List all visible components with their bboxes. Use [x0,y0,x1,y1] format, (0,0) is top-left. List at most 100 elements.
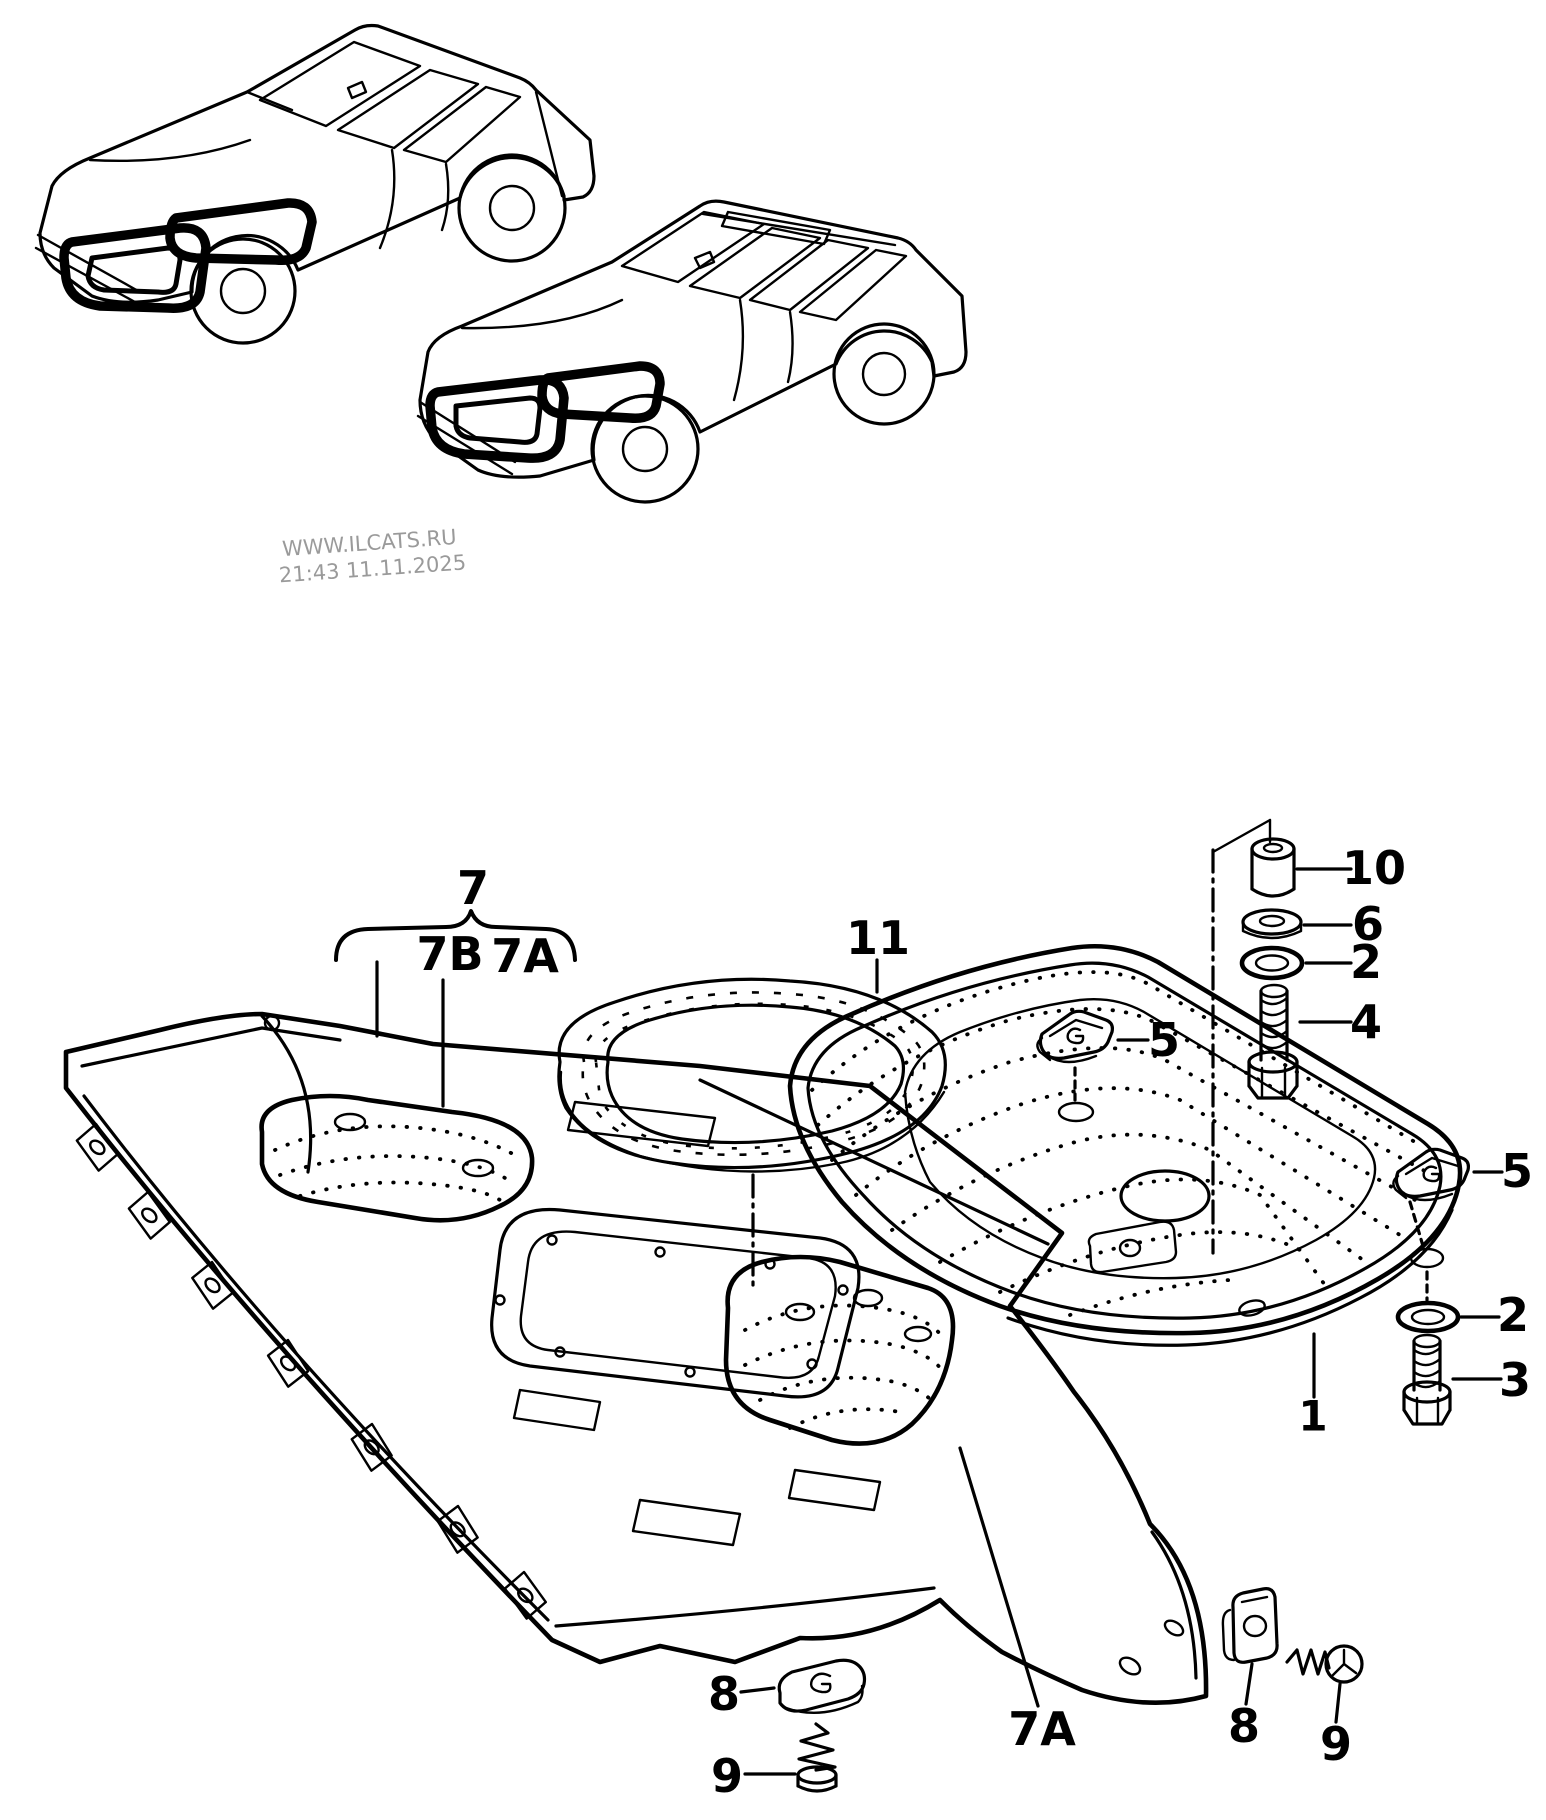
underbody-panel-rim-right [698,1078,1050,1246]
underbody-panel-rim-top [80,1026,342,1068]
hatchback-body-outline [38,23,596,304]
underbody-panel-outline [63,1011,1209,1706]
callout-9-left: 9 [711,1749,743,1803]
leader-8-right [1244,1662,1254,1706]
splash-panel-tab-hole [1118,1238,1142,1258]
callout-7: 7 [457,861,489,915]
callout-5-right: 5 [1501,1144,1533,1198]
clip-bottom-right-part [1221,1587,1279,1664]
wagon-door-seam-1 [732,298,745,402]
splash-panel-bolt-hole-left [1057,1101,1095,1123]
hatchback-windshield [258,40,422,128]
hatchback-door-seam-2 [440,162,450,232]
callout-2-upper: 2 [1350,935,1382,989]
underbody-panel-edge-tabs [75,1122,547,1620]
bolt-upper-part [1247,983,1299,1100]
washer-upper-part [1241,908,1303,940]
callout-7a-bottom: 7A [1008,1702,1076,1756]
hardware-stack-upper [1211,818,1305,1255]
splash-panel-bolt-hole-right [1409,1247,1445,1269]
gasket-outer-edge [557,977,947,1170]
brace-7 [334,909,577,962]
gasket-texture-1 [581,991,926,1157]
wagon-front-wheel [590,394,700,504]
watermark: WWW.ILCATS.RU 21:43 11.11.2025 [278,525,467,587]
splash-panel-outline [787,944,1463,1336]
insulation-piece-7a [723,1254,956,1446]
gasket-side-wall [559,1070,946,1173]
callout-8-left: 8 [708,1667,740,1721]
seal-ring-upper-part [1239,945,1305,981]
wagon-insulation-mat-right [537,361,665,423]
callout-7b: 7B [416,927,483,981]
leader-8-left [739,1686,776,1694]
hatchback-cowl-line [245,90,294,112]
callout-10: 10 [1342,841,1406,895]
insulation-piece-7b [259,1093,535,1223]
clip-right-part [1392,1147,1470,1202]
buffer-part [1250,837,1296,898]
wagon-insulation-mat-left [425,375,569,463]
washer-lower-part [1395,1270,1461,1334]
underbody-panel-rim-bottom [554,1586,936,1628]
wagon-mat-left-window [453,395,543,445]
hatchback-front-wheel [189,237,297,345]
wagon-rear-wheel [832,322,936,426]
bolt-lower-part [1402,1333,1452,1426]
callout-2-lower: 2 [1497,1288,1529,1342]
hatchback-door-seam-1 [378,148,396,250]
wagon-door-window [688,226,822,300]
splash-panel-rim-oval [1238,1299,1266,1317]
callout-3: 3 [1499,1353,1531,1407]
callout-5-left: 5 [1148,1013,1180,1067]
screw-bottom-right-part [1285,1644,1364,1684]
gasket-drawing [557,977,947,1173]
clip-bottom-left-part [777,1658,867,1714]
callout-11: 11 [846,911,910,965]
splash-panel-dot-texture [810,970,1434,1317]
callouts: 7 7B 7A 11 10 6 2 4 5 5 1 2 3 8 [334,841,1533,1803]
hatchback-hatch-seam [534,90,564,198]
clip-left-part [1036,1009,1114,1064]
clip-right-guide-line [1408,1200,1425,1248]
assembly-corner-line [1211,818,1272,854]
screw-bottom-left-part [796,1722,838,1793]
hatchback-rear-hub [488,184,536,232]
hatchback-quarter-window [402,85,522,164]
leader-7a-bottom [958,1446,1040,1708]
underbody-panel-front-hole [263,1014,281,1032]
hatchback-mirror [346,80,368,100]
underbody-panel-rim-diagonal [82,1094,550,1622]
gasket-inner-edge [605,1003,906,1145]
hatchback-front-hub [219,267,267,315]
wagon-body-outline [418,199,968,479]
hatchback-door-window [336,68,480,150]
gasket-seat-ring [490,1207,861,1399]
wagon-quarter-window [798,248,908,322]
underbody-panel-cap-hole-2 [1163,1619,1185,1637]
callout-7a-top: 7A [491,929,559,983]
underbody-panel-arch-recess [260,1014,313,1174]
wagon-rear-hub [861,351,907,397]
callout-8-right: 8 [1228,1699,1260,1753]
hatchback-drawing [34,23,596,345]
hatchback-rear-wheel [457,153,567,263]
callout-6: 6 [1352,897,1384,951]
callout-4: 4 [1350,995,1382,1049]
wagon-windshield [620,210,766,284]
underbody-panel-cap-hole-1 [1118,1656,1142,1676]
wagon-mid-window [748,238,870,312]
underbody-panel-slots [512,1100,882,1547]
leader-9-right [1334,1682,1342,1724]
splash-panel-rim [806,961,1443,1320]
wagon-door-seam-2 [786,310,794,384]
underbody-panel-cap-line [1150,1530,1198,1680]
callout-9-right: 9 [1320,1717,1352,1771]
splash-panel-tab [1087,1220,1178,1274]
hatchback-insulation-mat-left [59,223,211,313]
wagon-drawing [416,199,968,504]
wagon-mirror [693,250,716,270]
wagon-hood-seam [460,298,624,330]
hatchback-hood-seam [88,138,252,163]
